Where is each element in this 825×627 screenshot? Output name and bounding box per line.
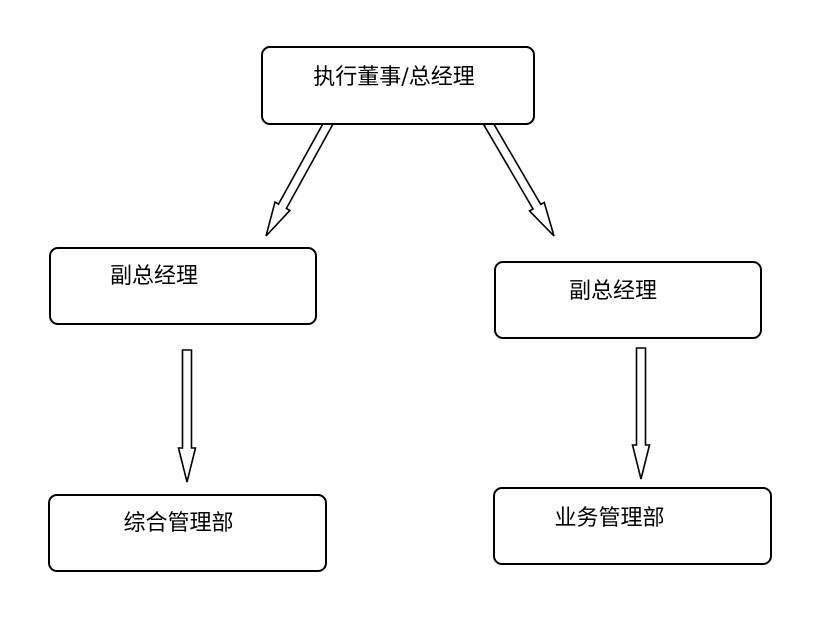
arrow-ceo-to-right-vp [483, 119, 555, 237]
node-label: 业务管理部 [554, 506, 665, 531]
node-label: 综合管理部 [123, 511, 234, 536]
node-label: 副总经理 [568, 279, 657, 304]
arrow-ceo-to-left-vp [265, 118, 334, 237]
node-business-management-dept: 业务管理部 [493, 487, 772, 565]
node-deputy-gm-right: 副总经理 [494, 261, 762, 339]
node-general-management-dept: 综合管理部 [48, 494, 327, 572]
arrow-right-vp-to-business-dept [631, 347, 651, 480]
node-label: 副总经理 [109, 264, 198, 289]
node-label: 执行董事/总经理 [313, 64, 475, 90]
node-deputy-gm-left: 副总经理 [49, 247, 317, 325]
arrow-left-vp-to-general-dept [177, 349, 197, 483]
node-executive-director-gm: 执行董事/总经理 [261, 46, 535, 125]
